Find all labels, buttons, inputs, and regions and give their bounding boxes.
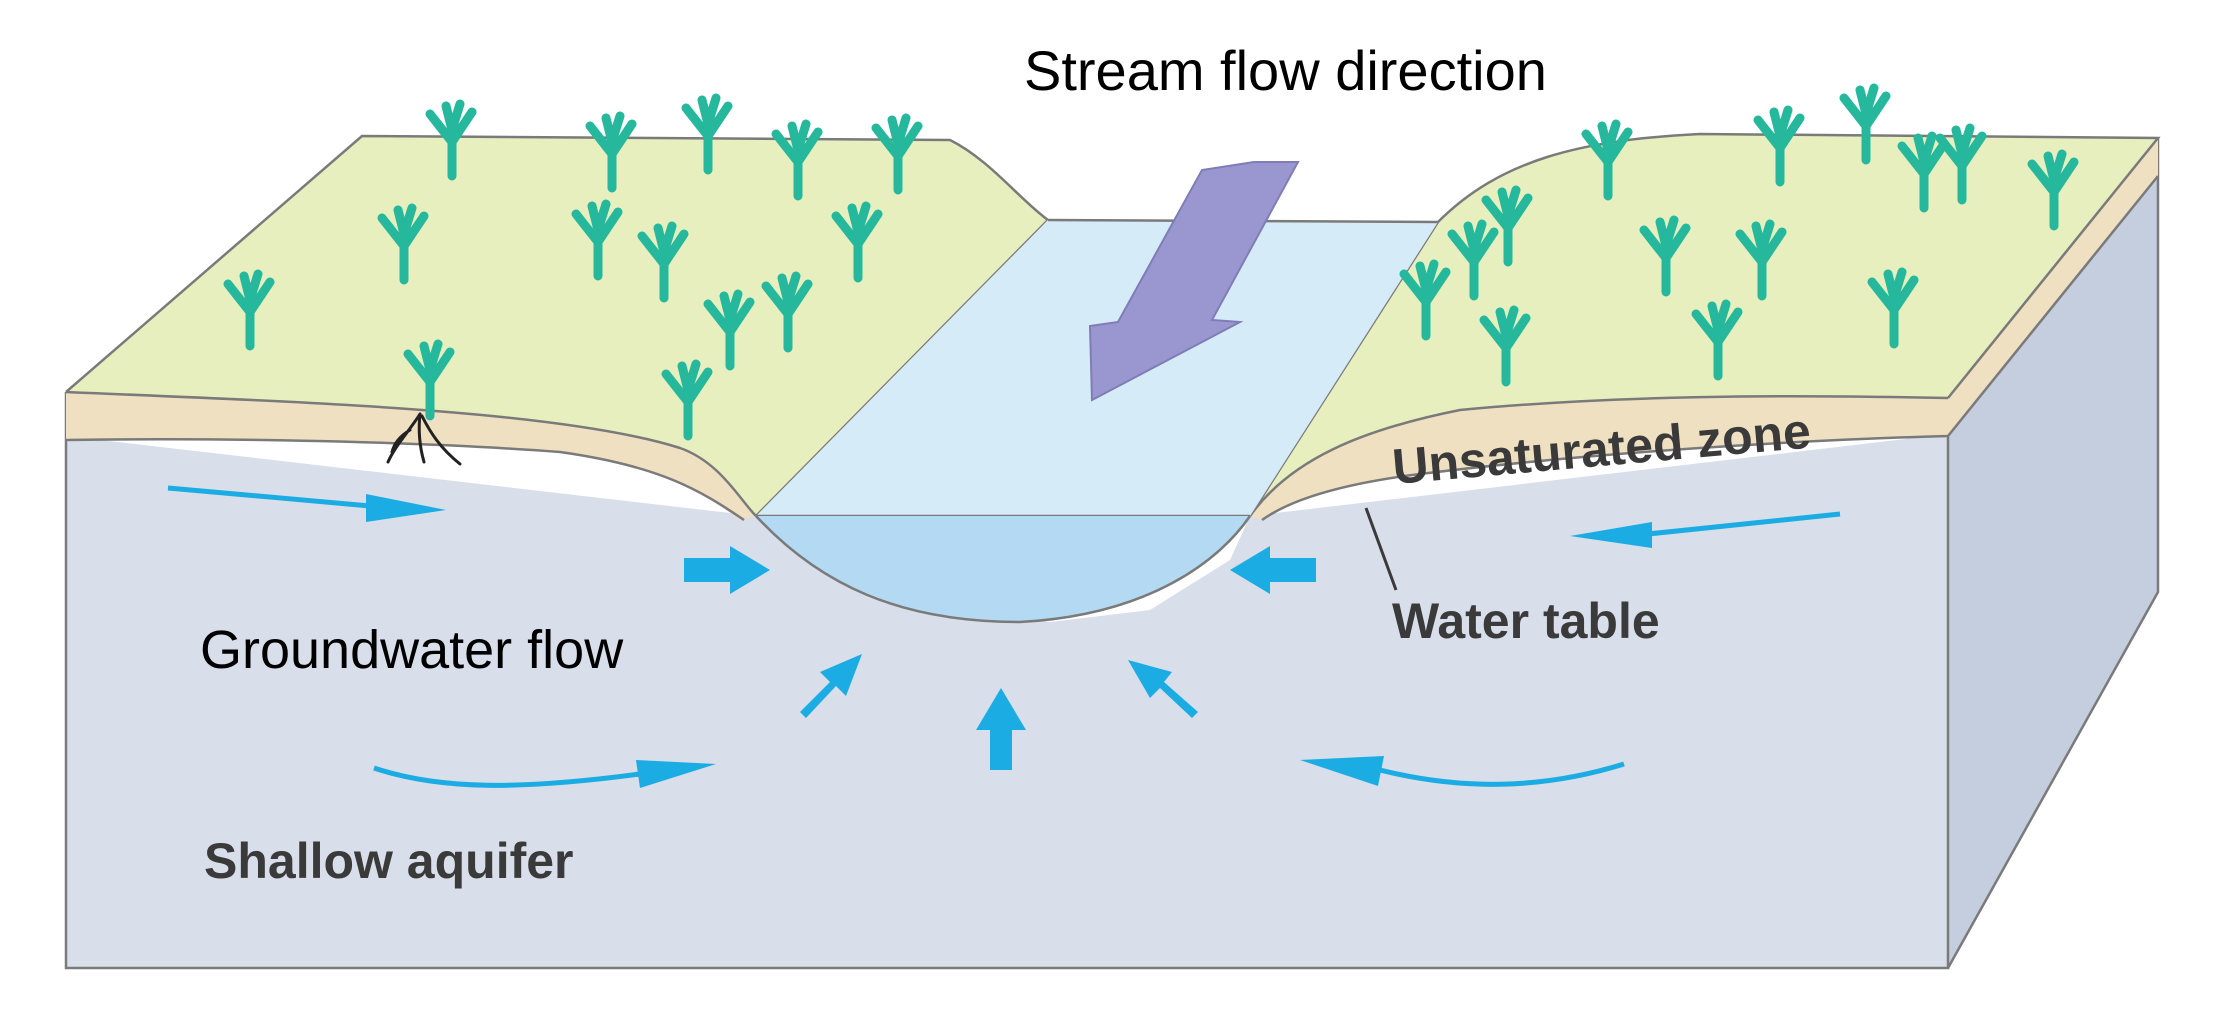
root-icon xyxy=(386,412,462,466)
water-table-label: Water table xyxy=(1392,593,1660,649)
unsaturated-zone-layer xyxy=(65,138,2159,522)
water-table-pointer xyxy=(1364,507,1398,591)
stream-flow-label: Stream flow direction xyxy=(1024,39,1547,102)
groundwater-flow-arrows xyxy=(167,485,1841,788)
shallow-aquifer-label: Shallow aquifer xyxy=(204,833,574,889)
stream-flow-arrow xyxy=(1088,161,1300,402)
groundwater-flow-label: Groundwater flow xyxy=(200,620,624,680)
left-grass-bank xyxy=(65,134,1050,517)
stream-channel xyxy=(755,515,1252,624)
